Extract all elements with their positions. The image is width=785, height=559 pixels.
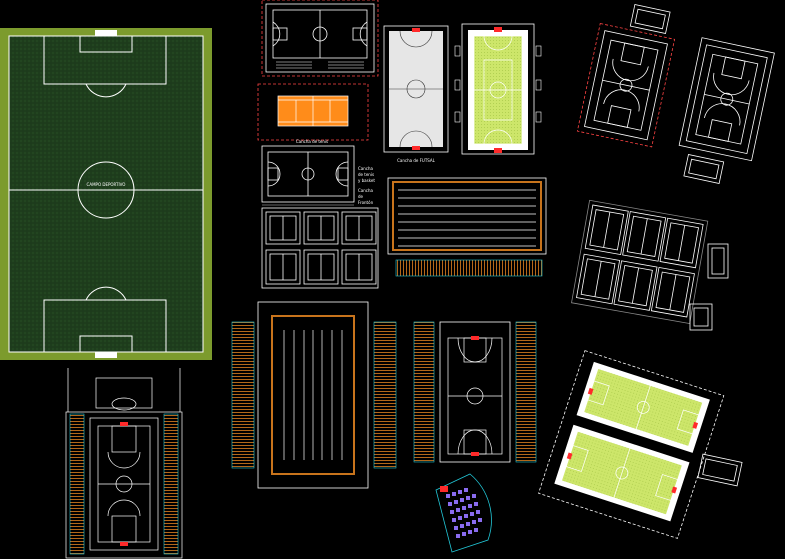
seating-fan <box>435 473 492 553</box>
fronton-grid <box>261 207 379 289</box>
side-note-4: Cancha <box>358 188 374 193</box>
rotated-lime-courts <box>538 350 743 539</box>
side-note-1: Cancha <box>358 166 374 171</box>
side-note-5: de <box>358 194 364 199</box>
goal-bottom <box>95 352 117 358</box>
futsal-caption: Cancha de FUTSAL <box>397 158 436 163</box>
futsal-court-gray: Cancha de FUTSAL <box>383 25 449 163</box>
soccer-field-grass <box>9 36 203 352</box>
rotated-courts-top-right <box>576 4 775 184</box>
basketball-court-arena <box>413 321 537 463</box>
side-note-2: de tenis <box>358 172 374 177</box>
basketball-court-top <box>261 0 379 77</box>
side-note-6: Frontón <box>358 200 374 205</box>
side-notes: Cancha de tenis y basket Cancha de Front… <box>358 166 375 205</box>
soccer-field: CAMPO DEPORTIVO <box>0 28 212 360</box>
soccer-center-label: CAMPO DEPORTIVO <box>87 182 126 187</box>
rotated-fronton-grid <box>571 199 729 331</box>
tennis-caption: Cancha de tenis <box>296 139 328 144</box>
tennis-court-orange: Cancha de tenis <box>257 83 369 144</box>
lap-pool-top <box>387 177 547 277</box>
basketball-court-bottom-left <box>65 368 183 559</box>
side-note-3: y basket <box>358 178 375 183</box>
goal-top <box>95 30 117 36</box>
lap-pool-center <box>231 301 397 489</box>
futsal-court-lime <box>454 23 542 155</box>
multi-court <box>261 145 355 206</box>
